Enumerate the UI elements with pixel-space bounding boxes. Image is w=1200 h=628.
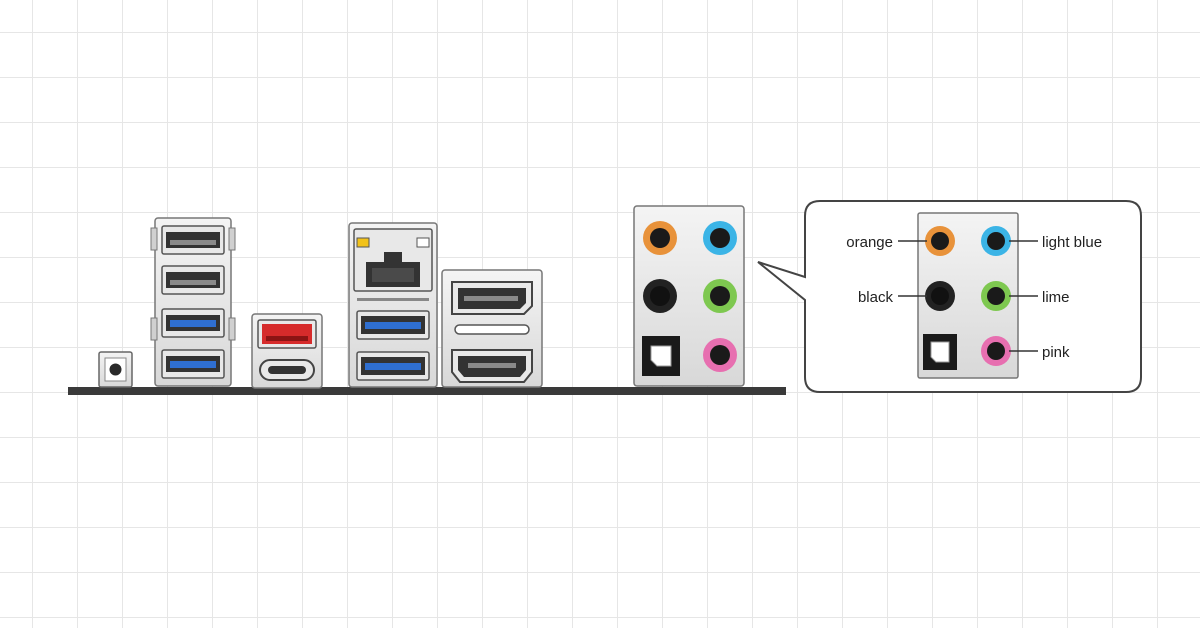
clr-cmos-button-icon [98,351,133,388]
usb3-port-icon [356,351,430,381]
video-output-stack [441,269,543,388]
label-orange: orange [846,234,893,251]
usb-c-port-icon [259,359,315,381]
audio-jack-icon [981,281,1011,311]
audio-jack-icon [643,221,677,255]
audio-jack-icon [703,221,737,255]
audio-jack-icon [981,336,1011,366]
usb-a-red-port-icon [257,319,317,349]
usb2-port-icon [161,225,225,255]
audio-jack-icon [981,226,1011,256]
audio-panel-zoomed [917,212,1019,379]
rj45-lan-port-icon [353,228,433,292]
label-light-blue: light blue [1042,234,1102,251]
usb3-port-icon [356,310,430,340]
leader-lines [898,240,1038,352]
usb3-port-icon [161,308,225,338]
audio-jack-icon [703,338,737,372]
label-black: black [858,289,894,306]
usb-port-stack [150,217,236,387]
usb3-port-icon [161,349,225,379]
audio-panel [633,205,745,387]
lan-usb-stack [348,222,438,388]
optical-spdif-icon [642,336,680,376]
hdmi-port-icon [451,349,533,383]
usb-a-usb-c-stack [251,313,323,389]
motherboard-edge [68,387,786,395]
label-pink: pink [1042,344,1070,361]
label-lime: lime [1042,289,1070,306]
audio-jack-icon [925,226,955,256]
usb2-port-icon [161,265,225,295]
audio-jack-icon [703,279,737,313]
audio-jack-icon [643,279,677,313]
displayport-icon [451,281,533,315]
optical-spdif-icon [923,334,957,370]
audio-jack-icon [925,281,955,311]
